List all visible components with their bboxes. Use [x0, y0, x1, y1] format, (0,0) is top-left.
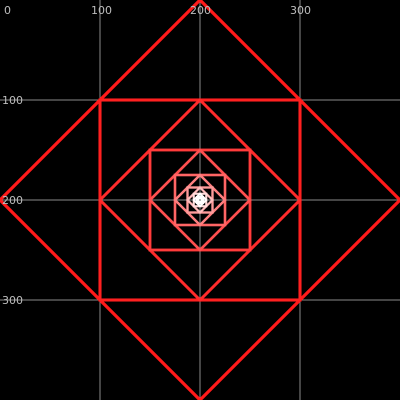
y-tick-label-200: 200 — [2, 194, 23, 207]
diamond-shape — [173, 173, 227, 227]
x-tick-label-100: 100 — [91, 4, 112, 17]
diamond-shape — [97, 97, 303, 303]
diamond-shape — [185, 185, 215, 215]
x-tick-label-200: 200 — [190, 4, 211, 17]
diamond-shape — [192, 192, 208, 208]
x-tick-label-0: 0 — [4, 4, 11, 17]
y-tick-label-300: 300 — [2, 294, 23, 307]
diamond-shape — [148, 148, 252, 252]
x-tick-label-300: 300 — [290, 4, 311, 17]
tick-labels: 0 100 200 300 100 200 300 — [2, 4, 311, 307]
square-shape — [197, 197, 203, 203]
y-tick-label-100: 100 — [2, 94, 23, 107]
